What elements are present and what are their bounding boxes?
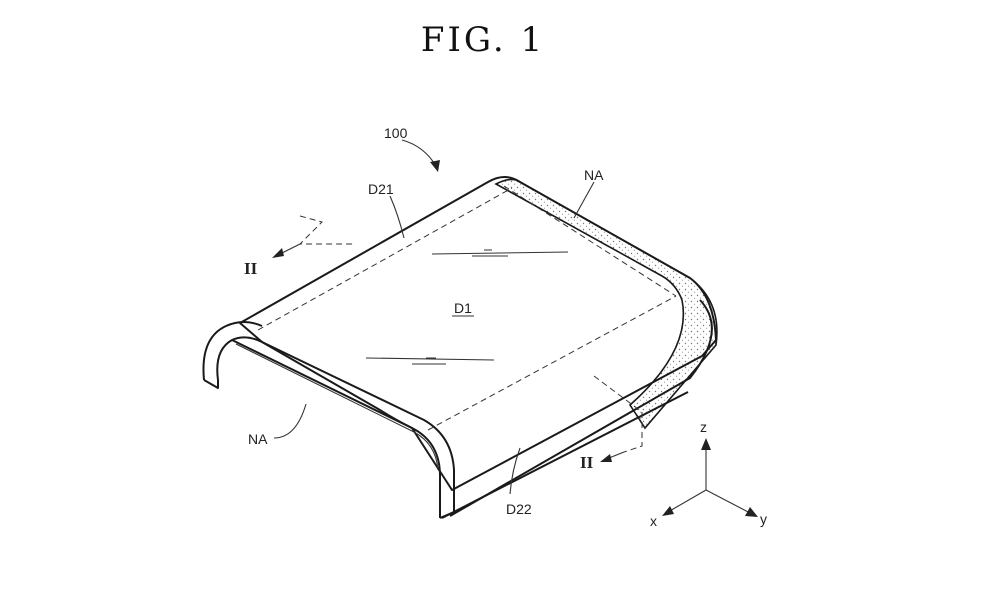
label-na-top: NA — [584, 167, 604, 183]
left-lower-edge — [231, 339, 441, 518]
front-lower-edge — [261, 341, 455, 492]
axis-label-y: y — [760, 511, 767, 527]
label-device-100: 100 — [384, 125, 408, 141]
left-bend-outer — [202, 321, 263, 381]
axis-label-z: z — [700, 419, 707, 435]
boundary-right-inner — [503, 185, 677, 297]
label-section-left: II — [244, 259, 258, 278]
reflection-upper-tick — [472, 249, 508, 257]
right-bend-surface — [494, 178, 718, 430]
reflection-lower — [365, 357, 495, 361]
left-non-active-strip — [235, 343, 439, 471]
label-section-right: II — [580, 453, 594, 472]
left-foot — [203, 379, 219, 389]
boundary-d1-d22 — [427, 295, 677, 431]
boundary-d21-d1 — [257, 187, 513, 331]
figure-title: FIG. 1 — [420, 20, 546, 60]
axis-label-x: x — [650, 513, 657, 529]
section-line-right — [593, 375, 643, 453]
label-d22: D22 — [506, 501, 532, 517]
front-foot-edge — [439, 492, 455, 519]
section-arrowhead-left — [272, 248, 284, 258]
reflection-lower-tick — [412, 357, 446, 365]
section-arrowhead-right — [600, 454, 612, 462]
leader-100-arrowhead — [430, 160, 440, 172]
label-d1: D1 — [454, 300, 472, 316]
right-front-edge — [449, 299, 713, 517]
label-d21: D21 — [368, 181, 394, 197]
label-na-left: NA — [248, 431, 268, 447]
section-line-left — [298, 215, 356, 245]
leader-na-left — [273, 403, 307, 439]
axis-triad — [662, 438, 758, 517]
reflection-upper — [431, 251, 569, 255]
leader-d22 — [509, 447, 521, 495]
top-surface-outline — [239, 176, 717, 491]
right-bottom-edge — [441, 391, 689, 519]
leader-na-top — [573, 181, 595, 219]
leader-d21 — [389, 195, 405, 239]
